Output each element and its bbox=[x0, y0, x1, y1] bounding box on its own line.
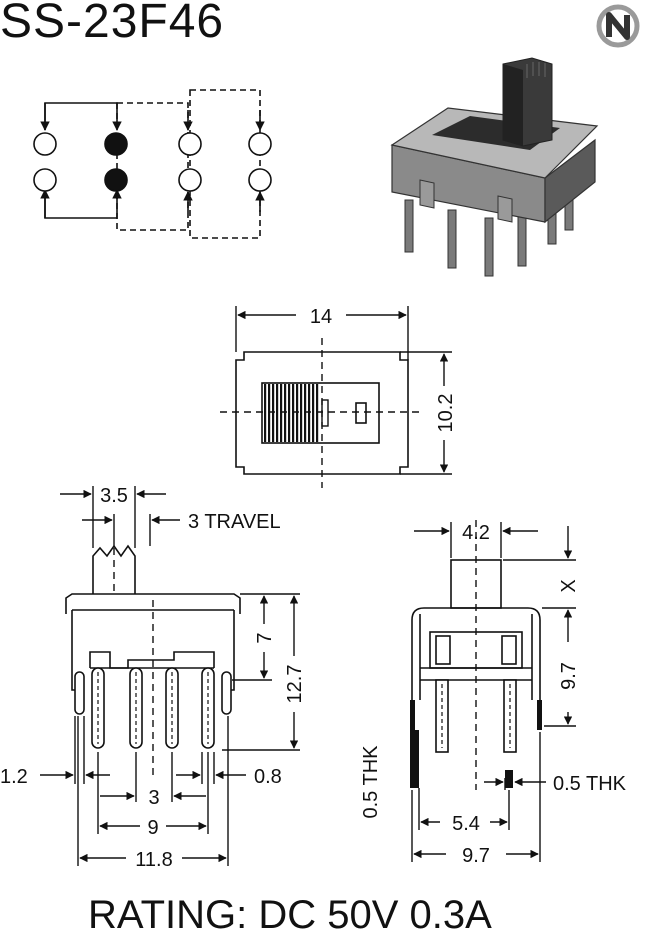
x-dimension-label: X bbox=[558, 579, 580, 592]
side-height-label: 7 bbox=[254, 632, 276, 643]
part-number-title: SS-23F46 bbox=[0, 0, 225, 48]
top-view-drawing: 14 10.2 bbox=[220, 306, 457, 488]
pin-gap-label: 0.8 bbox=[254, 766, 282, 788]
travel-label: 3 TRAVEL bbox=[188, 511, 281, 533]
side-total-height-label: 12.7 bbox=[284, 665, 306, 704]
spacing-3-label: 3 bbox=[148, 787, 159, 809]
pin-diameter-label: 1.2 bbox=[0, 766, 28, 788]
end-view-drawing: 4.2 X 9.7 0.5 THK 0.5 THK 5.4 9.7 bbox=[360, 520, 627, 867]
top-height-label: 10.2 bbox=[435, 394, 457, 433]
side-width-label: 11.8 bbox=[135, 849, 172, 871]
side-view-drawing: 3.5 3 TRAVEL 7 12.7 1.2 0.8 3 9 11.8 bbox=[0, 485, 306, 871]
actuator-width-label: 4.2 bbox=[462, 522, 490, 544]
schematic-diagram bbox=[40, 89, 265, 239]
schematic-contacts bbox=[33, 132, 272, 192]
brand-logo bbox=[596, 4, 640, 48]
product-illustration bbox=[390, 57, 599, 277]
thickness-left-label: 0.5 THK bbox=[360, 745, 382, 819]
end-height-label: 9.7 bbox=[558, 662, 580, 690]
side-pitch-label: 3.5 bbox=[100, 485, 128, 507]
top-width-label: 14 bbox=[310, 306, 332, 328]
rating-caption: RATING: DC 50V 0.3A bbox=[88, 893, 492, 937]
end-spacing-label: 5.4 bbox=[452, 813, 480, 835]
spacing-9-label: 9 bbox=[147, 817, 158, 839]
end-width-label: 9.7 bbox=[462, 845, 490, 867]
thickness-right-label: 0.5 THK bbox=[553, 773, 627, 795]
